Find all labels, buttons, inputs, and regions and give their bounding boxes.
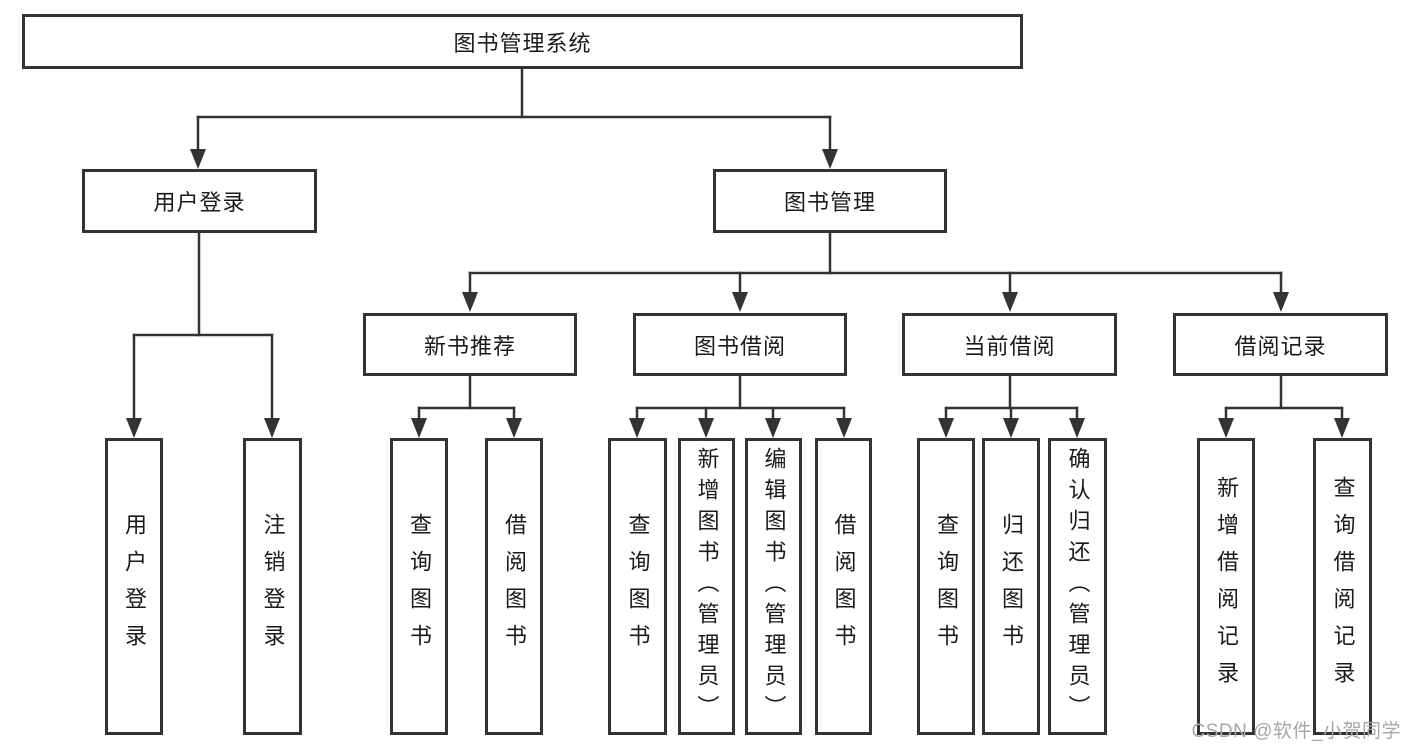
- node-new-book-recommendation: 新书推荐: [363, 313, 577, 376]
- leaf-label: 注销登录: [260, 512, 286, 661]
- node-label: 图书管理系统: [453, 30, 592, 56]
- leaf-edit-books-admin: 编辑图书（管理员）: [745, 438, 802, 735]
- leaf-label: 查询图书: [407, 512, 432, 661]
- leaf-current-query-books: 查询图书: [917, 438, 975, 735]
- leaf-label: 新增借阅记录: [1214, 475, 1239, 698]
- leaf-borrowing-query-books: 查询图书: [608, 438, 667, 735]
- leaf-add-books-admin: 新增图书（管理员）: [678, 438, 735, 735]
- leaf-recommend-query-books: 查询图书: [390, 438, 448, 735]
- node-label: 当前借阅: [963, 333, 1056, 359]
- leaf-borrowing-borrow-books: 借阅图书: [815, 438, 872, 735]
- arrowheads: [126, 149, 1350, 438]
- leaf-logout: 注销登录: [243, 438, 302, 735]
- node-library-management-system: 图书管理系统: [22, 14, 1023, 69]
- node-book-management: 图书管理: [713, 169, 947, 233]
- node-label: 新书推荐: [423, 333, 516, 359]
- leaf-user-login: 用户登录: [105, 438, 163, 735]
- leaf-label: 新增图书（管理员）: [694, 447, 720, 726]
- leaf-label: 归还图书: [999, 512, 1024, 661]
- csdn-watermark: CSDN @软件_小贺同学: [1191, 721, 1401, 742]
- node-label: 图书管理: [783, 190, 876, 215]
- node-label: 用户登录: [153, 190, 246, 215]
- node-label: 借阅记录: [1234, 333, 1327, 359]
- leaf-label: 借阅图书: [831, 512, 857, 661]
- node-label: 图书借阅: [693, 333, 786, 359]
- node-book-borrowing: 图书借阅: [633, 313, 847, 376]
- leaf-add-borrow-record: 新增借阅记录: [1197, 438, 1255, 735]
- node-borrowing-records: 借阅记录: [1173, 313, 1388, 376]
- leaf-confirm-return-admin: 确认归还（管理员）: [1048, 438, 1107, 735]
- leaf-label: 用户登录: [122, 512, 147, 661]
- leaf-label: 查询借阅记录: [1330, 475, 1356, 698]
- leaf-label: 确认归还（管理员）: [1065, 447, 1091, 726]
- node-user-login: 用户登录: [82, 169, 317, 233]
- node-current-borrowing: 当前借阅: [902, 313, 1117, 376]
- leaf-return-books: 归还图书: [982, 438, 1040, 735]
- leaf-recommend-borrow-books: 借阅图书: [485, 438, 543, 735]
- leaf-label: 查询图书: [934, 512, 959, 661]
- leaf-label: 编辑图书（管理员）: [761, 447, 787, 726]
- leaf-label: 借阅图书: [502, 512, 527, 661]
- leaf-label: 查询图书: [625, 512, 651, 661]
- leaf-query-borrow-record: 查询借阅记录: [1313, 438, 1372, 735]
